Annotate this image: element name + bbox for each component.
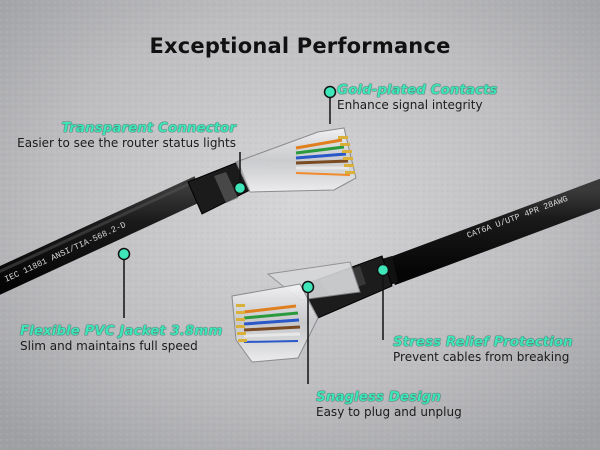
upper-gold-contacts (338, 136, 355, 174)
feature-heading: Snagless Design (316, 389, 441, 405)
feature-transparent-connector: Transparent Connector Easier to see the … (17, 120, 236, 151)
callout-dot-snagless (301, 280, 315, 294)
feature-heading: Gold-plated Contacts (337, 82, 498, 98)
upper-wires (295, 138, 351, 176)
feature-heading: Stress Relief Protection (393, 334, 573, 350)
feature-description: Prevent cables from breaking (393, 350, 570, 364)
callouts (117, 85, 390, 384)
feature-snagless: Snagless Design Easy to plug and unplug (316, 389, 462, 420)
feature-description: Easy to plug and unplug (316, 405, 462, 419)
feature-heading: Flexible PVC Jacket 3.8mm (20, 323, 223, 339)
feature-description: Enhance signal integrity (337, 98, 483, 112)
callout-dot-gold (323, 85, 337, 99)
lower-wires (243, 304, 301, 343)
callout-dot-jacket (117, 247, 131, 261)
feature-gold-contacts: Gold-plated Contacts Enhance signal inte… (337, 82, 497, 113)
upper-cable: IEC 11801 ANSI/TIA-568.2-D (0, 127, 357, 295)
lower-gold-contacts (236, 304, 247, 342)
feature-heading: Transparent Connector (61, 120, 236, 136)
callout-dot-stress (376, 263, 390, 277)
feature-description: Slim and maintains full speed (20, 339, 198, 353)
feature-flexible-jacket: Flexible PVC Jacket 3.8mm Slim and maint… (20, 323, 222, 354)
lower-cable: CAT6A U/UTP 4PR 28AWG (231, 178, 600, 363)
feature-description: Easier to see the router status lights (17, 136, 236, 150)
page-title: Exceptional Performance (149, 34, 451, 58)
feature-stress-relief: Stress Relief Protection Prevent cables … (393, 334, 573, 365)
callout-dot-transparent (233, 181, 247, 195)
